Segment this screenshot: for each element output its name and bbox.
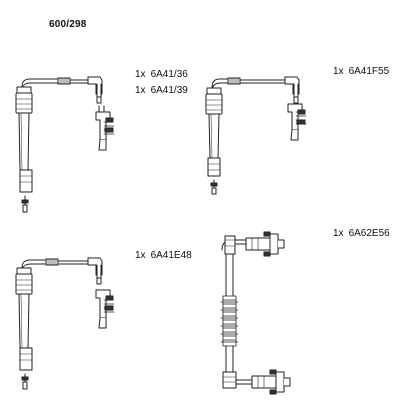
- boot-connector-icon: [95, 289, 115, 329]
- spark-plug-cable-long-icon: [15, 76, 103, 213]
- spark-plug-cable-long-icon: [15, 257, 103, 390]
- spark-plug-cable-short-icon: [205, 76, 300, 195]
- spark-plug-cable-long-icon: [220, 235, 253, 389]
- boot-connector-icon: [287, 103, 307, 141]
- boot-connector-icon: [95, 105, 115, 151]
- boot-connector-icon: [251, 369, 291, 395]
- boot-connector-icon: [245, 231, 285, 257]
- page-title: 600/298: [49, 19, 87, 30]
